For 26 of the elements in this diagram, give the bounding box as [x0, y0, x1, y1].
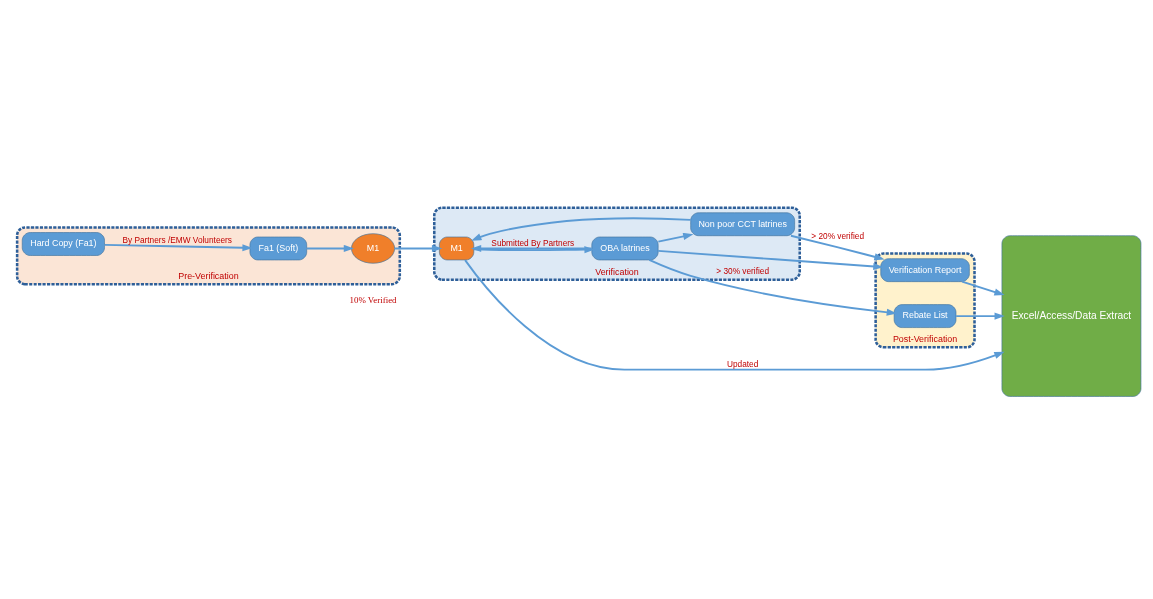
edge-label: Updated [727, 359, 759, 370]
arrow [470, 244, 593, 253]
node-box: Excel/Access/Data Extract [1001, 235, 1142, 397]
arrow [790, 234, 885, 261]
arrow [657, 232, 694, 243]
edge-label: > 20% verified [811, 231, 865, 242]
arrow [955, 312, 1005, 320]
arrow [471, 217, 692, 241]
node-box: OBA latrines [591, 236, 659, 261]
node-box: Fa1 (Soft) [249, 236, 307, 261]
arrow [305, 244, 354, 253]
node-box: Hard Copy (Fa1) [21, 232, 105, 256]
arrow [961, 280, 1005, 296]
edge-label: By Partners /EMW Volunteers [122, 234, 232, 245]
node-ellipse: M1 [351, 233, 395, 264]
node-box: Rebate List [893, 304, 957, 328]
node-box: M1 [439, 236, 475, 261]
arrow [657, 249, 884, 270]
node-box: Verification Report [880, 258, 970, 282]
edge-label: > 30% verified [716, 265, 770, 276]
edge-label: Submitted By Partners [491, 238, 575, 249]
arrow [103, 243, 253, 252]
arrow [393, 244, 443, 253]
arrow [648, 259, 897, 316]
node-box: Non poor CCT latrines [690, 212, 795, 237]
label: 10% Verified [349, 295, 397, 306]
